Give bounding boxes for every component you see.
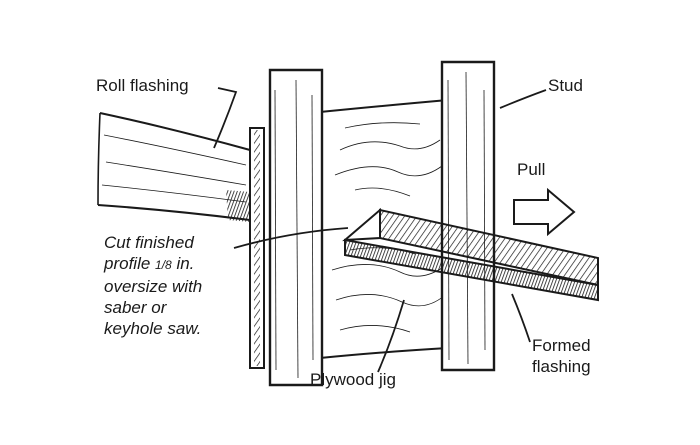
label-stud: Stud — [548, 76, 583, 95]
leader-plywood-jig — [377, 299, 405, 373]
leader-roll-flashing — [213, 87, 238, 149]
cut-line-2: profile 1/8 in. — [104, 253, 202, 276]
label-formed-flashing: Formed flashing — [532, 335, 591, 377]
label-pull: Pull — [517, 160, 546, 179]
cut-line-3: oversize with — [104, 277, 203, 296]
label-roll-flashing: Roll flashing — [96, 76, 189, 95]
leader-lines — [213, 87, 547, 373]
cut-line-2-pre: profile — [104, 254, 156, 273]
label-plywood-jig: Plywood jig — [310, 370, 396, 389]
leader-formed-flashing — [511, 293, 531, 343]
right-stud-shape — [440, 60, 496, 372]
pull-arrow-icon — [513, 187, 576, 237]
leader-stud — [499, 89, 547, 109]
cut-line-5: keyhole saw. — [104, 319, 202, 338]
roll-flashing-shape — [97, 112, 251, 222]
cut-line-2-fraction: 1/8 — [155, 258, 172, 272]
back-plate-shape — [249, 127, 265, 369]
left-stud-shape — [268, 68, 324, 387]
formed-line-2: flashing — [532, 357, 591, 376]
label-cut-instructions: Cut finished profile 1/8 in. oversize wi… — [104, 232, 202, 339]
formed-flashing-shape — [342, 207, 599, 302]
cut-line-2-post: in. — [171, 254, 195, 273]
leader-cut — [233, 227, 349, 249]
cut-line-1: Cut finished — [104, 233, 194, 252]
formed-line-1: Formed — [532, 336, 591, 355]
cut-line-4: saber or — [104, 298, 167, 317]
